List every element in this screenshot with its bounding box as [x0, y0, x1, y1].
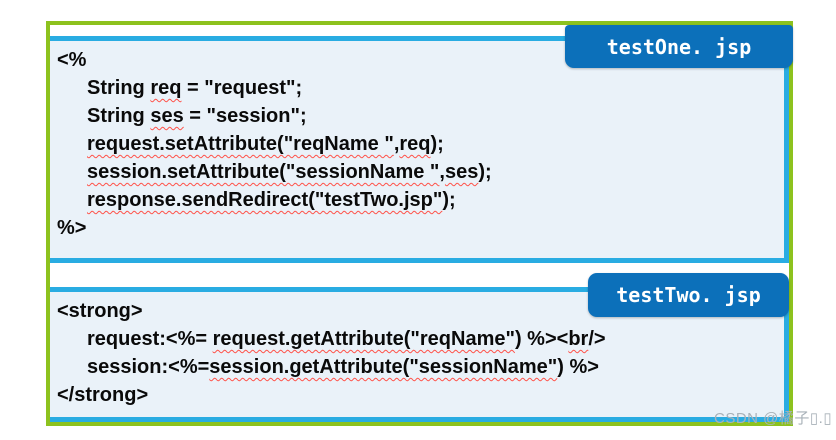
misspelled-token: request.getAttribute("reqName"	[212, 328, 515, 350]
misspelled-token: request.setAttribute("reqName "	[87, 133, 394, 155]
code-line: <%	[57, 46, 778, 74]
misspelled-token: br	[568, 328, 589, 350]
code-token: ,	[439, 161, 445, 183]
misspelled-token: session.getAttribute("sessionName"	[209, 356, 558, 378]
code-token: </strong>	[57, 384, 149, 406]
code-line: String ses = "session";	[57, 102, 778, 130]
tab-testtwo-jsp: testTwo. jsp	[588, 273, 789, 317]
code-token: String	[87, 105, 151, 127]
code-token: <%	[57, 49, 87, 71]
tab-testone-jsp: testOne. jsp	[565, 25, 793, 68]
code-token: />	[588, 328, 606, 350]
code-token: ) %>	[557, 356, 599, 378]
code-line: request:<%= request.getAttribute("reqNam…	[57, 325, 778, 353]
code-token: );	[478, 161, 492, 183]
misspelled-token: session.setAttribute("sessionName "	[87, 161, 440, 183]
code-line: String req = "request";	[57, 74, 778, 102]
code-block-testOne: <%String req = "request";String ses = "s…	[50, 41, 784, 242]
code-line: </strong>	[57, 381, 778, 409]
code-line: session:<%=session.getAttribute("session…	[57, 353, 778, 381]
code-token: request:<%=	[87, 328, 213, 350]
code-token: session:<%=	[87, 356, 210, 378]
misspelled-token: req	[150, 77, 182, 99]
code-token: ,	[393, 133, 400, 155]
tab-testone-label: testOne. jsp	[606, 34, 752, 59]
code-token: <strong>	[57, 300, 143, 322]
tab-testtwo-label: testTwo. jsp	[616, 283, 761, 307]
code-line: response.sendRedirect("testTwo.jsp");	[57, 186, 778, 214]
csdn-watermark: CSDN @橘子▯.▯	[714, 410, 833, 427]
code-token: ) %><	[514, 328, 569, 350]
misspelled-token: ses	[444, 161, 479, 183]
panel-testone-jsp: <%String req = "request";String ses = "s…	[50, 36, 789, 263]
code-token: = "session";	[183, 105, 307, 127]
code-block-testTwo: <strong> request:<%= request.getAttribute…	[50, 292, 784, 409]
code-token: String	[87, 77, 151, 99]
code-token: );	[430, 133, 444, 155]
code-line: <strong>	[57, 297, 778, 325]
code-token: );	[442, 189, 456, 211]
outer-frame: <%String req = "request";String ses = "s…	[46, 21, 793, 426]
code-token: %>	[57, 217, 87, 239]
code-token: = "request";	[181, 77, 303, 99]
misspelled-token: ses	[150, 105, 184, 127]
code-line: session.setAttribute("sessionName ",ses)…	[57, 158, 778, 186]
code-line: request.setAttribute("reqName ",req);	[57, 130, 778, 158]
misspelled-token: req	[399, 133, 431, 155]
misspelled-token: response.sendRedirect("testTwo.jsp"	[87, 189, 443, 211]
code-line: %>	[57, 214, 778, 242]
